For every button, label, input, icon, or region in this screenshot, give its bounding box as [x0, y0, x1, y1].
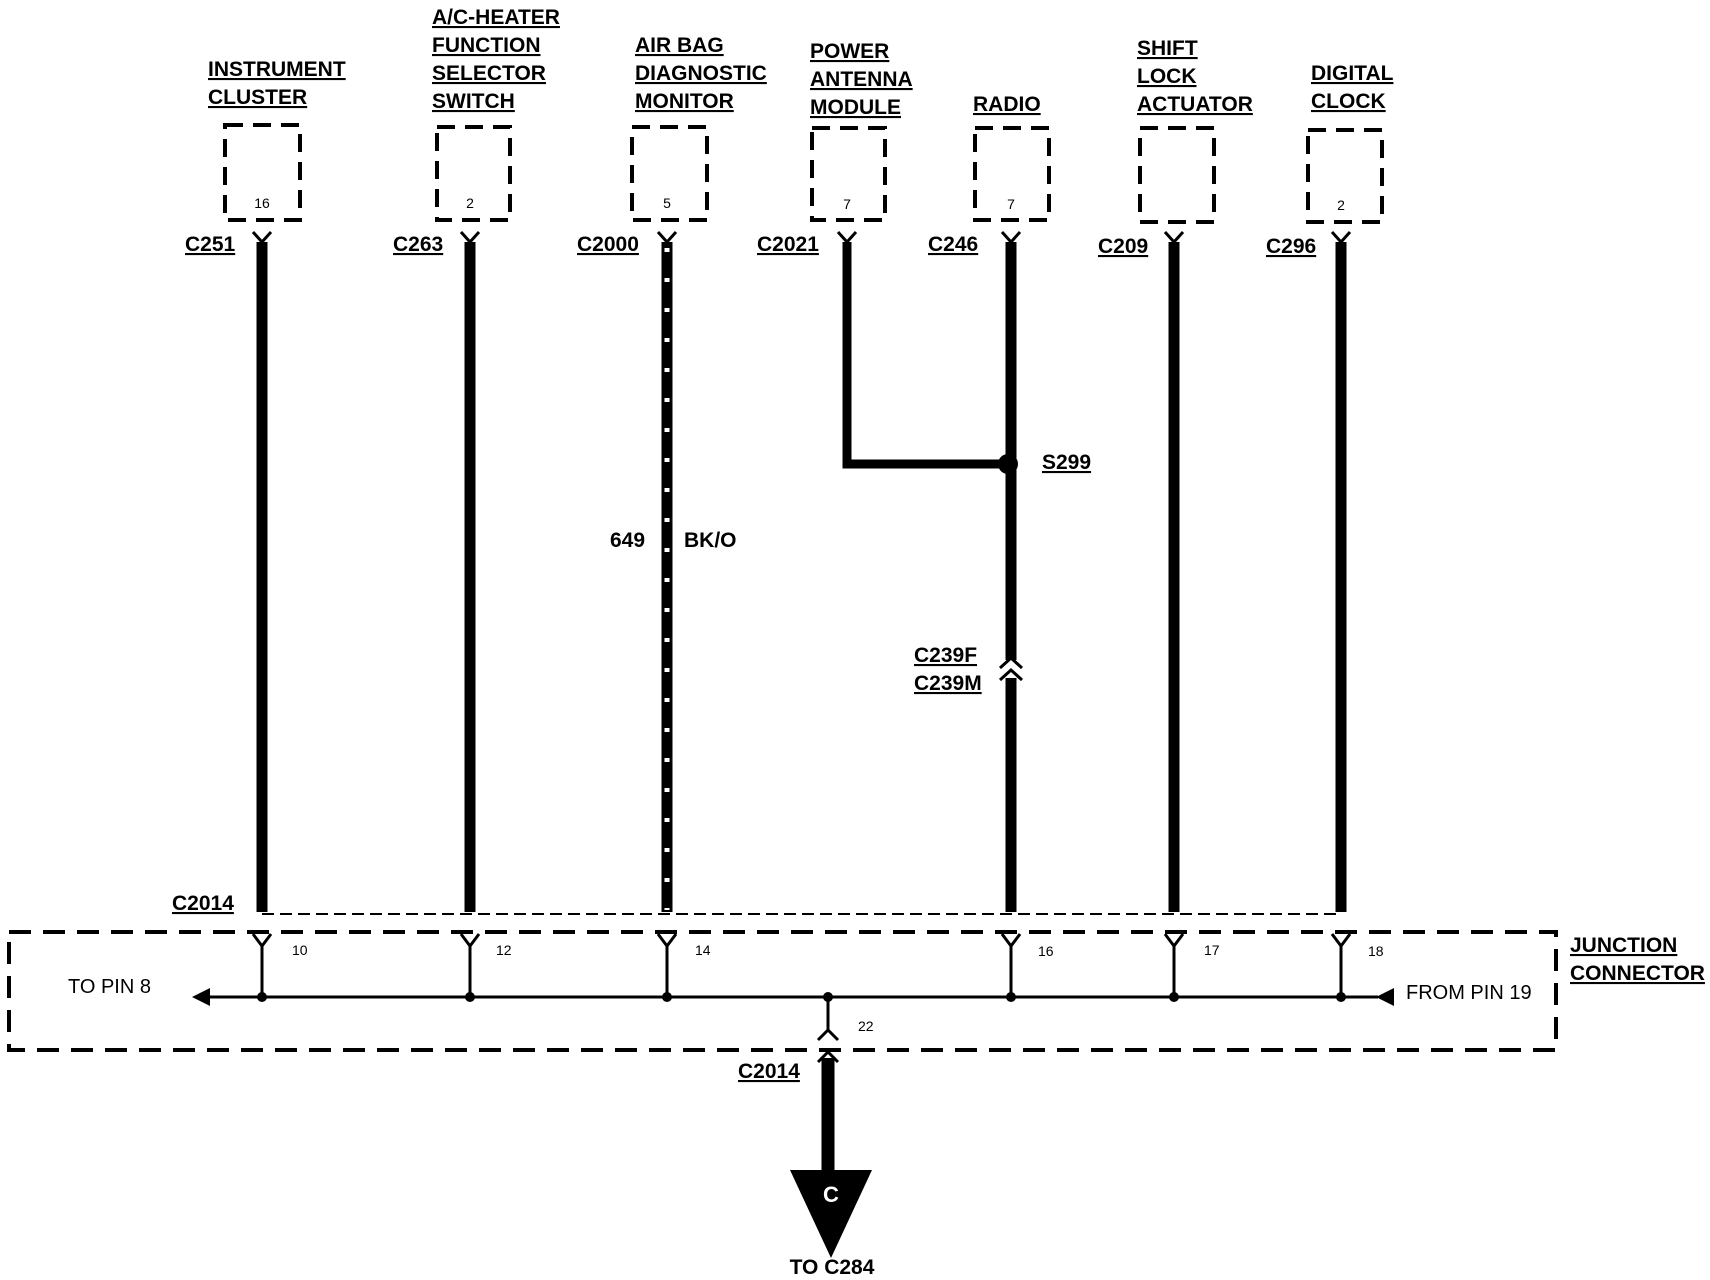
shift-lock-label-line2: LOCK: [1137, 65, 1197, 88]
connector-symbol-c2021: [836, 230, 858, 245]
air-bag-label-line2: DIAGNOSTIC: [635, 62, 767, 85]
wires: [256, 242, 1347, 912]
junction-pin-label-16: 16: [1038, 943, 1054, 959]
inline-connector-female-label: C239F: [914, 644, 977, 667]
junction-connector: C2014 JUNCTION CONNECTOR 10 12 14 16 17 …: [7, 892, 1705, 1052]
instrument-cluster-box: [223, 123, 302, 222]
ac-heater-label-line3: SELECTOR: [432, 62, 546, 85]
shift-lock-label-line1: SHIFT: [1137, 37, 1198, 60]
junction-name-line1: JUNCTION: [1570, 934, 1677, 957]
ground-symbol-letter: C: [823, 1182, 839, 1207]
junction-pin-symbols: [251, 933, 1352, 997]
component-air-bag-monitor: AIR BAG DIAGNOSTIC MONITOR 5 C2000: [577, 34, 767, 256]
connector-c2021: C2021: [757, 233, 819, 256]
instrument-cluster-label-line1: INSTRUMENT: [208, 58, 346, 81]
junction-name-line2: CONNECTOR: [1570, 962, 1705, 985]
junction-pin-label-22: 22: [858, 1018, 874, 1034]
to-pin-8-label: TO PIN 8: [68, 976, 151, 998]
connector-symbol-c251: [251, 230, 273, 245]
junction-pin-label-12: 12: [496, 942, 512, 958]
splice-dot: [998, 454, 1018, 474]
power-antenna-pin: 7: [843, 196, 851, 212]
inline-connector-male-symbol: [998, 667, 1024, 682]
ac-heater-pin: 2: [466, 195, 474, 211]
component-shift-lock-actuator: SHIFT LOCK ACTUATOR C209: [1098, 37, 1253, 258]
connector-symbol-c209: [1163, 230, 1185, 245]
from-pin-arrow: [1376, 988, 1394, 1006]
air-bag-pin: 5: [663, 195, 671, 211]
radio-pin: 7: [1007, 196, 1015, 212]
splice-label: S299: [1042, 451, 1091, 474]
to-pin-arrow: [192, 988, 210, 1006]
connector-c2000: C2000: [577, 233, 639, 256]
instrument-cluster-label-line2: CLUSTER: [208, 86, 307, 109]
connector-c251: C251: [185, 233, 236, 256]
shift-lock-box: [1138, 126, 1216, 224]
connector-c246: C246: [928, 233, 978, 256]
inline-connector-male-label: C239M: [914, 672, 982, 695]
bottom-connector-symbol: [816, 1049, 840, 1064]
wire-color-code: BK/O: [684, 529, 737, 552]
ground-target-label: TO C284: [790, 1256, 875, 1279]
component-ac-heater-switch: A/C-HEATER FUNCTION SELECTOR SWITCH 2 C2…: [393, 6, 560, 256]
junction-pin-22: [816, 997, 840, 1042]
digital-clock-label-line1: DIGITAL: [1311, 62, 1394, 85]
air-bag-label-line3: MONITOR: [635, 90, 734, 113]
inline-connector-female-symbol: [998, 655, 1024, 670]
junction-pin-18: [1330, 933, 1352, 997]
connector-c263: C263: [393, 233, 443, 256]
power-antenna-label-line3: MODULE: [810, 96, 901, 119]
component-power-antenna-module: POWER ANTENNA MODULE 7 C2021: [757, 40, 913, 256]
digital-clock-box: [1306, 128, 1384, 224]
junction-pin-14: [656, 933, 678, 997]
from-pin-19-label: FROM PIN 19: [1406, 982, 1532, 1004]
junction-pin-label-10: 10: [292, 942, 308, 958]
instrument-cluster-pin: 16: [254, 195, 270, 211]
radio-label: RADIO: [973, 93, 1041, 116]
junction-pin-17: [1163, 933, 1185, 997]
junction-pin-label-17: 17: [1204, 942, 1220, 958]
connector-symbol-c2000: [656, 230, 678, 245]
connector-symbol-c296: [1330, 230, 1352, 245]
wire-power-antenna: [842, 242, 1008, 469]
junction-pin-16: [1000, 933, 1022, 997]
junction-connector-top-label: C2014: [172, 892, 234, 915]
connector-c296: C296: [1266, 235, 1316, 258]
junction-enclosure: [7, 930, 1558, 1052]
component-instrument-cluster: INSTRUMENT CLUSTER 16 C251: [185, 58, 346, 256]
connector-symbol-c263: [459, 230, 481, 245]
ac-heater-label-line2: FUNCTION: [432, 34, 541, 57]
digital-clock-pin: 2: [1337, 197, 1345, 213]
ac-heater-label-line1: A/C-HEATER: [432, 6, 560, 29]
junction-pin-10: [251, 933, 273, 997]
power-antenna-label-line1: POWER: [810, 40, 889, 63]
power-antenna-label-line2: ANTENNA: [810, 68, 913, 91]
ac-heater-label-line4: SWITCH: [432, 90, 515, 113]
digital-clock-label-line2: CLOCK: [1311, 90, 1386, 113]
air-bag-box: [630, 125, 709, 222]
junction-connector-bottom-label: C2014: [738, 1060, 800, 1083]
power-antenna-box: [810, 126, 887, 222]
junction-pin-label-14: 14: [695, 942, 711, 958]
wire-circuit-number: 649: [610, 529, 645, 552]
junction-pin-12: [459, 933, 481, 997]
component-radio: RADIO 7 C246: [928, 93, 1051, 256]
connector-c209: C209: [1098, 235, 1148, 258]
radio-box: [973, 126, 1051, 222]
ground-triangle-icon: [790, 1170, 872, 1258]
junction-pin-label-18: 18: [1368, 943, 1384, 959]
air-bag-label-line1: AIR BAG: [635, 34, 724, 57]
shift-lock-label-line3: ACTUATOR: [1137, 93, 1253, 116]
inline-connector-c239: C239F C239M: [914, 644, 1024, 695]
component-digital-clock: DIGITAL CLOCK 2 C296: [1266, 62, 1394, 258]
connector-symbol-c246: [1000, 230, 1022, 245]
ac-heater-box: [435, 125, 512, 222]
output-to-c284: C2014 C TO C284: [738, 1049, 875, 1279]
